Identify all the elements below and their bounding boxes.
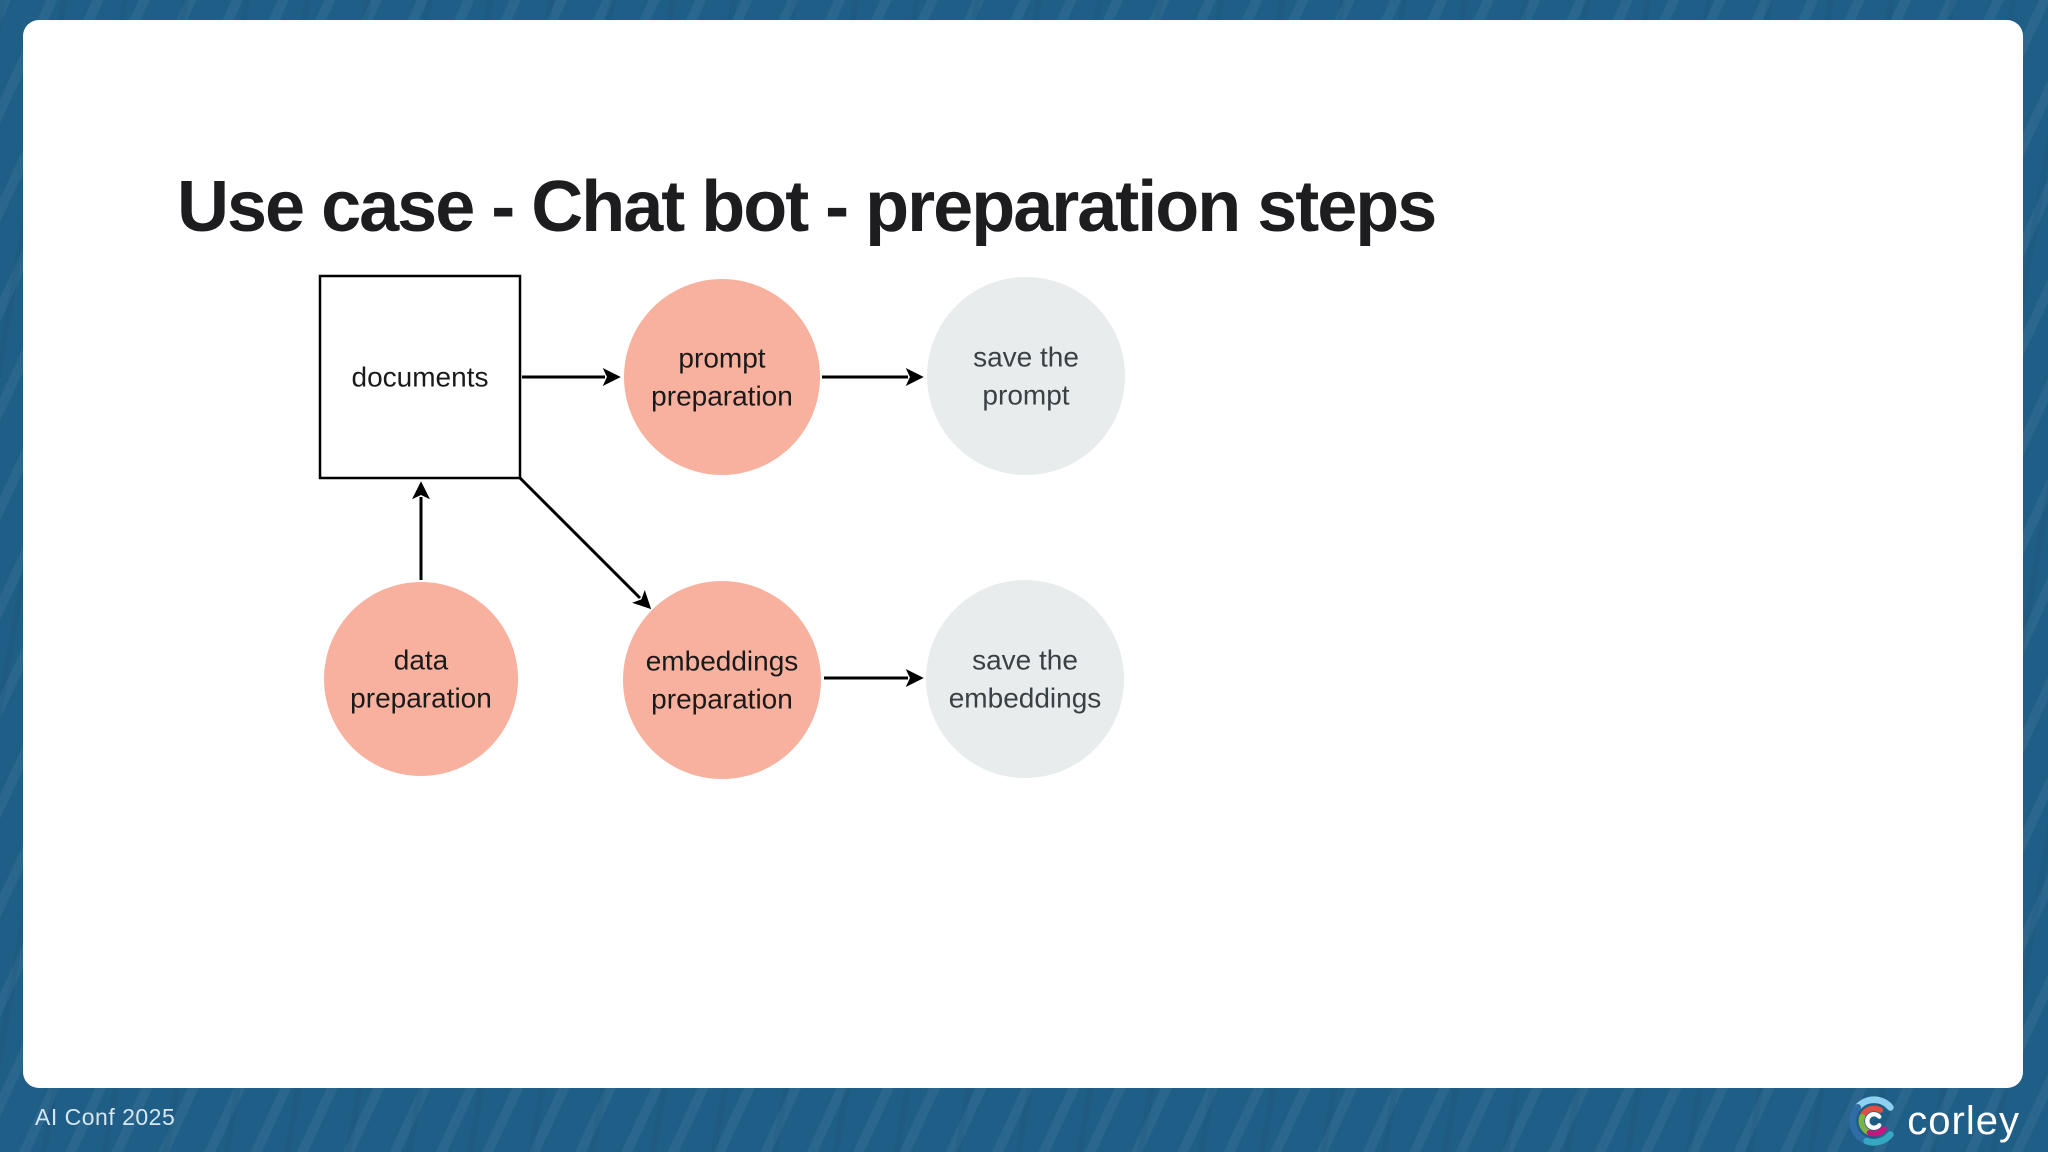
prompt-preparation-label-line1: prompt [678, 343, 765, 374]
corley-c-icon [1849, 1096, 1895, 1146]
node-documents: documents [318, 274, 522, 480]
save-the-prompt-label-line1: save the [973, 342, 1079, 373]
footer-event-label: AI Conf 2025 [35, 1104, 176, 1130]
prompt-preparation-label-line2: preparation [651, 381, 793, 412]
slide-canvas: Use case - Chat bot - preparation steps [23, 20, 2023, 1088]
brand-logo: corley [1845, 1092, 2020, 1150]
embeddings-preparation-label-line2: preparation [651, 684, 793, 715]
node-embeddings-preparation: embeddings preparation [623, 581, 821, 779]
embeddings-preparation-circle [623, 581, 821, 779]
save-the-prompt-circle [927, 277, 1125, 475]
save-the-embeddings-label-line1: save the [972, 645, 1078, 676]
embeddings-preparation-label-line1: embeddings [646, 646, 799, 677]
node-data-preparation: data preparation [324, 582, 518, 776]
save-the-prompt-label-line2: prompt [982, 380, 1069, 411]
data-preparation-circle [324, 582, 518, 776]
slide-title: Use case - Chat bot - preparation steps [177, 167, 1437, 247]
save-the-embeddings-label-line2: embeddings [949, 683, 1102, 714]
documents-box [318, 274, 522, 480]
diagram-edges [412, 368, 924, 687]
node-save-the-prompt: save the prompt [927, 277, 1125, 475]
data-preparation-label-line1: data [394, 645, 449, 676]
data-preparation-label-line2: preparation [350, 683, 492, 714]
documents-label: documents [352, 362, 489, 393]
node-save-the-embeddings: save the embeddings [926, 580, 1124, 778]
node-prompt-preparation: prompt preparation [624, 279, 820, 475]
edge-documents-to-embeddings-preparation [518, 476, 652, 610]
save-the-embeddings-circle [926, 580, 1124, 778]
brand-name: corley [1907, 1099, 2020, 1143]
prompt-preparation-circle [624, 279, 820, 475]
